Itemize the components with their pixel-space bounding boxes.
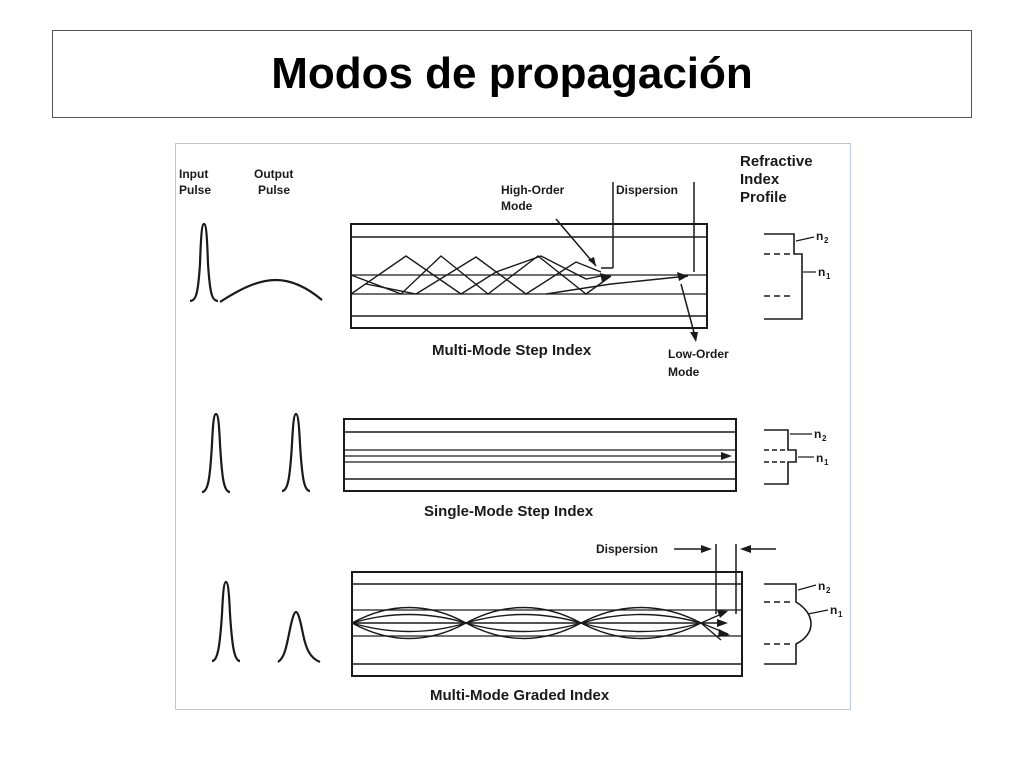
refractive-label-line2: Index (740, 171, 780, 188)
low-order-label-line1: Low-Order (668, 347, 729, 361)
svg-text:1: 1 (826, 272, 831, 281)
fiber-modes-diagram: Input Pulse Output Pulse Refractive Inde… (179, 153, 843, 704)
output-pulse-label-line2: Pulse (258, 183, 290, 197)
n1-label-row3: n 1 (830, 603, 843, 619)
row-single-mode-step (201, 412, 814, 494)
high-order-ray (350, 255, 612, 295)
n1-label-row1: n 1 (818, 265, 831, 281)
page-title: Modos de propagación (271, 49, 753, 98)
fiber-cladding-3 (351, 571, 743, 677)
n2-label-row1: n 2 (816, 229, 829, 245)
n1-label-row2: n 1 (816, 451, 829, 467)
index-profile-1 (764, 233, 803, 320)
fiber-modes-figure: Input Pulse Output Pulse Refractive Inde… (175, 143, 851, 710)
input-pulse-1 (189, 222, 219, 303)
row-multi-mode-graded (211, 544, 829, 677)
refractive-label-line1: Refractive (740, 153, 813, 170)
svg-text:2: 2 (826, 586, 831, 595)
row-multi-mode-step (189, 182, 816, 342)
svg-text:n: n (816, 229, 823, 243)
n2-label-row3: n 2 (818, 579, 831, 595)
high-order-label-line2: Mode (501, 199, 533, 213)
dispersion-label-bottom: Dispersion (596, 542, 658, 556)
low-order-ray (545, 275, 689, 295)
svg-text:n: n (818, 265, 825, 279)
zigzag-ray-3 (365, 256, 602, 295)
fiber-cladding-2 (343, 418, 737, 492)
svg-text:n: n (814, 427, 821, 441)
title-box: Modos de propagación (52, 30, 972, 118)
svg-text:1: 1 (824, 458, 829, 467)
svg-text:2: 2 (824, 236, 829, 245)
low-order-label-line2: Mode (668, 365, 700, 379)
svg-text:1: 1 (838, 610, 843, 619)
caption-multi-mode-step: Multi-Mode Step Index (432, 342, 592, 359)
input-pulse-label-line2: Pulse (179, 183, 211, 197)
high-order-label-line1: High-Order (501, 183, 565, 197)
graded-index-rays (351, 606, 729, 641)
caption-multi-mode-graded: Multi-Mode Graded Index (430, 687, 610, 704)
index-profile-2 (764, 429, 797, 485)
svg-text:n: n (818, 579, 825, 593)
input-pulse-label-line1: Input (179, 167, 208, 181)
refractive-label-line3: Profile (740, 189, 787, 206)
input-pulse-3 (211, 580, 241, 663)
dispersion-label-top: Dispersion (616, 183, 678, 197)
output-pulse-3 (277, 610, 321, 664)
caption-single-mode-step: Single-Mode Step Index (424, 503, 594, 520)
output-pulse-1 (219, 278, 323, 303)
output-pulse-2 (281, 412, 311, 493)
output-pulse-label-line1: Output (254, 167, 293, 181)
svg-text:n: n (830, 603, 837, 617)
input-pulse-2 (201, 412, 231, 494)
fiber-cladding-1 (350, 223, 708, 329)
svg-text:n: n (816, 451, 823, 465)
index-profile-3 (764, 583, 812, 665)
svg-text:2: 2 (822, 434, 827, 443)
n2-label-row2: n 2 (814, 427, 827, 443)
